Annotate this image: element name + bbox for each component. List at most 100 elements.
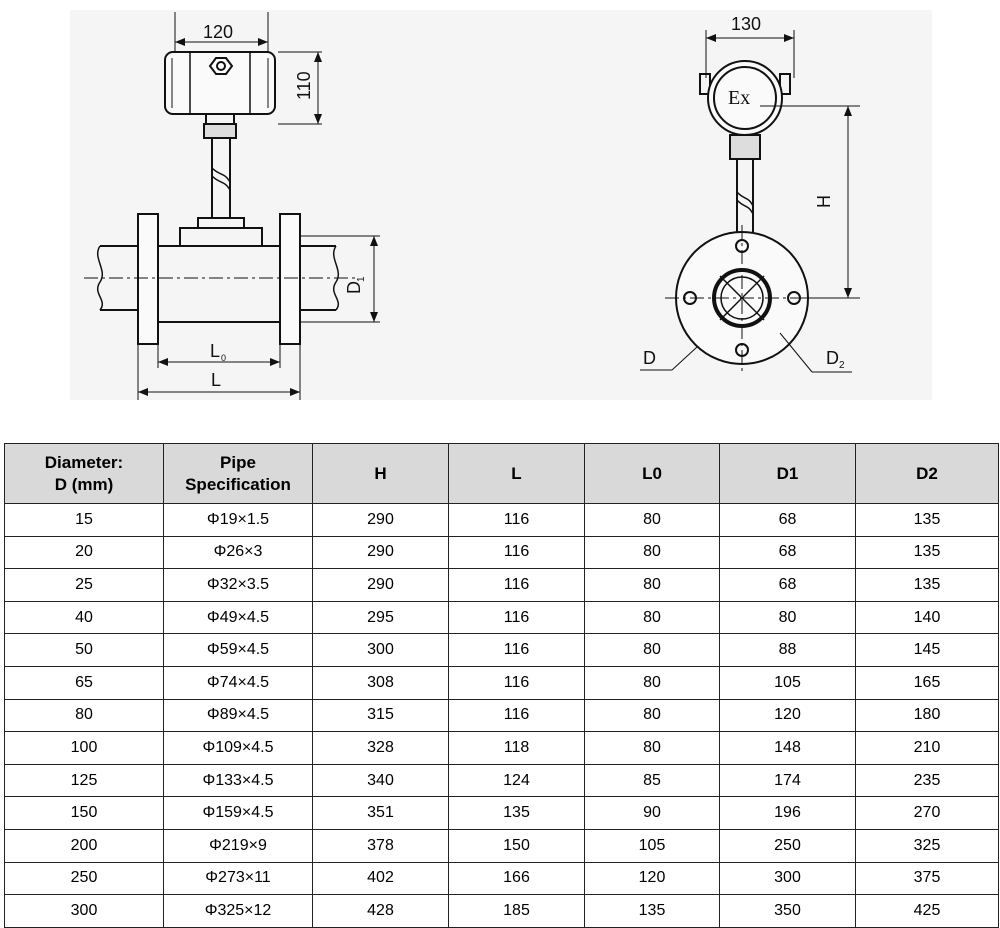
cell-l: 135 [448, 796, 585, 830]
cell-l0: 80 [584, 503, 720, 537]
dimension-table: Diameter: D (mm) Pipe Specification H L … [4, 443, 999, 928]
cell-l0: 90 [584, 796, 720, 830]
cell-l0: 135 [584, 894, 720, 928]
cell-d2: 180 [855, 698, 999, 733]
cell-diameter: 15 [4, 503, 164, 537]
cell-pipe-spec: Φ19×1.5 [163, 503, 313, 537]
cell-d1: 250 [719, 828, 856, 863]
cell-pipe-spec: Φ219×9 [163, 828, 313, 863]
cell-d2: 145 [855, 633, 999, 667]
cell-l0: 80 [584, 633, 720, 667]
cell-diameter: 150 [4, 796, 164, 830]
cell-pipe-spec: Φ159×4.5 [163, 796, 313, 830]
cell-l: 118 [448, 731, 585, 765]
header-pipe-specification: Pipe Specification [163, 443, 313, 504]
cell-h: 290 [312, 535, 449, 570]
cell-d2: 165 [855, 665, 999, 700]
cell-l0: 80 [584, 665, 720, 700]
cell-diameter: 25 [4, 568, 164, 602]
cell-diameter: 125 [4, 763, 164, 798]
header-d1: D1 [719, 443, 856, 504]
cell-h: 295 [312, 600, 449, 635]
dim-label-d: D [643, 348, 656, 368]
cell-l: 185 [448, 894, 585, 928]
cell-l0: 80 [584, 731, 720, 765]
cell-diameter: 200 [4, 828, 164, 863]
cell-d1: 196 [719, 796, 856, 830]
cell-d2: 135 [855, 535, 999, 570]
cell-pipe-spec: Φ32×3.5 [163, 568, 313, 602]
cell-h: 402 [312, 861, 449, 896]
cell-diameter: 40 [4, 600, 164, 635]
cell-l: 116 [448, 665, 585, 700]
cell-d2: 375 [855, 861, 999, 896]
cell-d2: 270 [855, 796, 999, 830]
side-view [640, 30, 860, 373]
cell-d1: 68 [719, 568, 856, 602]
cell-diameter: 250 [4, 861, 164, 896]
cell-h: 328 [312, 731, 449, 765]
cell-d1: 300 [719, 861, 856, 896]
dim-label-l0-sub: 0 [221, 353, 226, 363]
dim-label-d2-sub: 2 [839, 360, 845, 371]
cell-l: 150 [448, 828, 585, 863]
cell-diameter: 50 [4, 633, 164, 667]
header-h: H [312, 443, 449, 504]
dim-label-130: 130 [731, 14, 761, 34]
dim-label-h: H [814, 195, 834, 208]
cell-l0: 105 [584, 828, 720, 863]
cell-d1: 350 [719, 894, 856, 928]
cell-l: 116 [448, 698, 585, 733]
cell-l0: 85 [584, 763, 720, 798]
cell-d1: 105 [719, 665, 856, 700]
cell-h: 351 [312, 796, 449, 830]
dim-label-d1: D [344, 281, 364, 294]
cell-pipe-spec: Φ109×4.5 [163, 731, 313, 765]
cell-l: 124 [448, 763, 585, 798]
cell-l0: 120 [584, 861, 720, 896]
header-diameter: Diameter: D (mm) [4, 443, 164, 504]
cell-pipe-spec: Φ74×4.5 [163, 665, 313, 700]
cell-l: 116 [448, 600, 585, 635]
cell-diameter: 100 [4, 731, 164, 765]
cell-h: 300 [312, 633, 449, 667]
cell-h: 428 [312, 894, 449, 928]
cell-l: 116 [448, 535, 585, 570]
cell-l0: 80 [584, 568, 720, 602]
cell-pipe-spec: Φ273×11 [163, 861, 313, 896]
cell-d1: 148 [719, 731, 856, 765]
technical-drawing: 120 110 D 1 L 0 L [70, 10, 932, 400]
cell-d2: 135 [855, 503, 999, 537]
cell-h: 340 [312, 763, 449, 798]
ex-mark: Ex [728, 87, 750, 109]
cell-pipe-spec: Φ133×4.5 [163, 763, 313, 798]
cell-d2: 235 [855, 763, 999, 798]
dim-label-120: 120 [203, 22, 233, 42]
cell-d2: 140 [855, 600, 999, 635]
cell-h: 378 [312, 828, 449, 863]
table-header-row: Diameter: D (mm) Pipe Specification H L … [4, 443, 999, 504]
cell-d2: 425 [855, 894, 999, 928]
cell-l: 116 [448, 503, 585, 537]
cell-pipe-spec: Φ59×4.5 [163, 633, 313, 667]
header-l: L [448, 443, 585, 504]
header-d2: D2 [855, 443, 999, 504]
dim-label-110: 110 [294, 71, 314, 100]
cell-d2: 210 [855, 731, 999, 765]
cell-d1: 120 [719, 698, 856, 733]
cell-d1: 174 [719, 763, 856, 798]
header-l0: L0 [584, 443, 720, 504]
cell-l: 116 [448, 568, 585, 602]
cell-diameter: 80 [4, 698, 164, 733]
